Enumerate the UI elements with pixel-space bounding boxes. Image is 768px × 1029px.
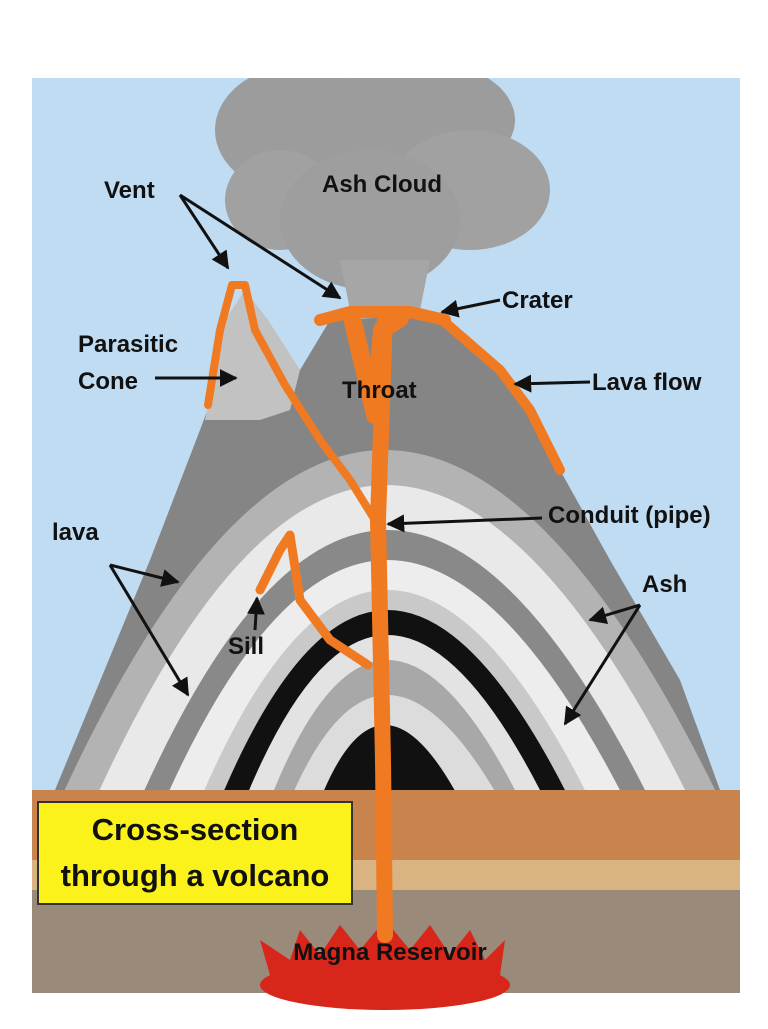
crater-lava xyxy=(314,306,451,326)
ash-cloud-label: Ash Cloud xyxy=(322,171,442,198)
sill-label: Sill xyxy=(228,633,264,660)
crater-label: Crater xyxy=(502,287,573,314)
vent-label: Vent xyxy=(104,177,155,204)
sill xyxy=(255,530,373,670)
lava-label: lava xyxy=(52,519,99,546)
ash-cloud xyxy=(215,78,550,310)
title-box: Cross-section through a volcano xyxy=(37,801,353,905)
lava-flow-label: Lava flow xyxy=(592,369,702,396)
parasitic-cone-label-line1: Parasitic xyxy=(78,331,178,358)
ash-label: Ash xyxy=(642,571,687,598)
title-line-1: Cross-section xyxy=(92,812,299,847)
label-arrows xyxy=(108,193,642,726)
parasitic-vent-conduit xyxy=(204,281,382,529)
magma-reservoir xyxy=(260,920,510,1010)
title-line-2: through a volcano xyxy=(61,858,330,893)
throat xyxy=(343,309,409,424)
conduit-label: Conduit (pipe) xyxy=(548,502,711,529)
parasitic-cone-label-line2: Cone xyxy=(78,368,138,395)
magma-reservoir-label: Magna Reservoir xyxy=(293,939,486,966)
parasitic-cone xyxy=(205,290,300,420)
throat-label: Throat xyxy=(342,377,417,404)
